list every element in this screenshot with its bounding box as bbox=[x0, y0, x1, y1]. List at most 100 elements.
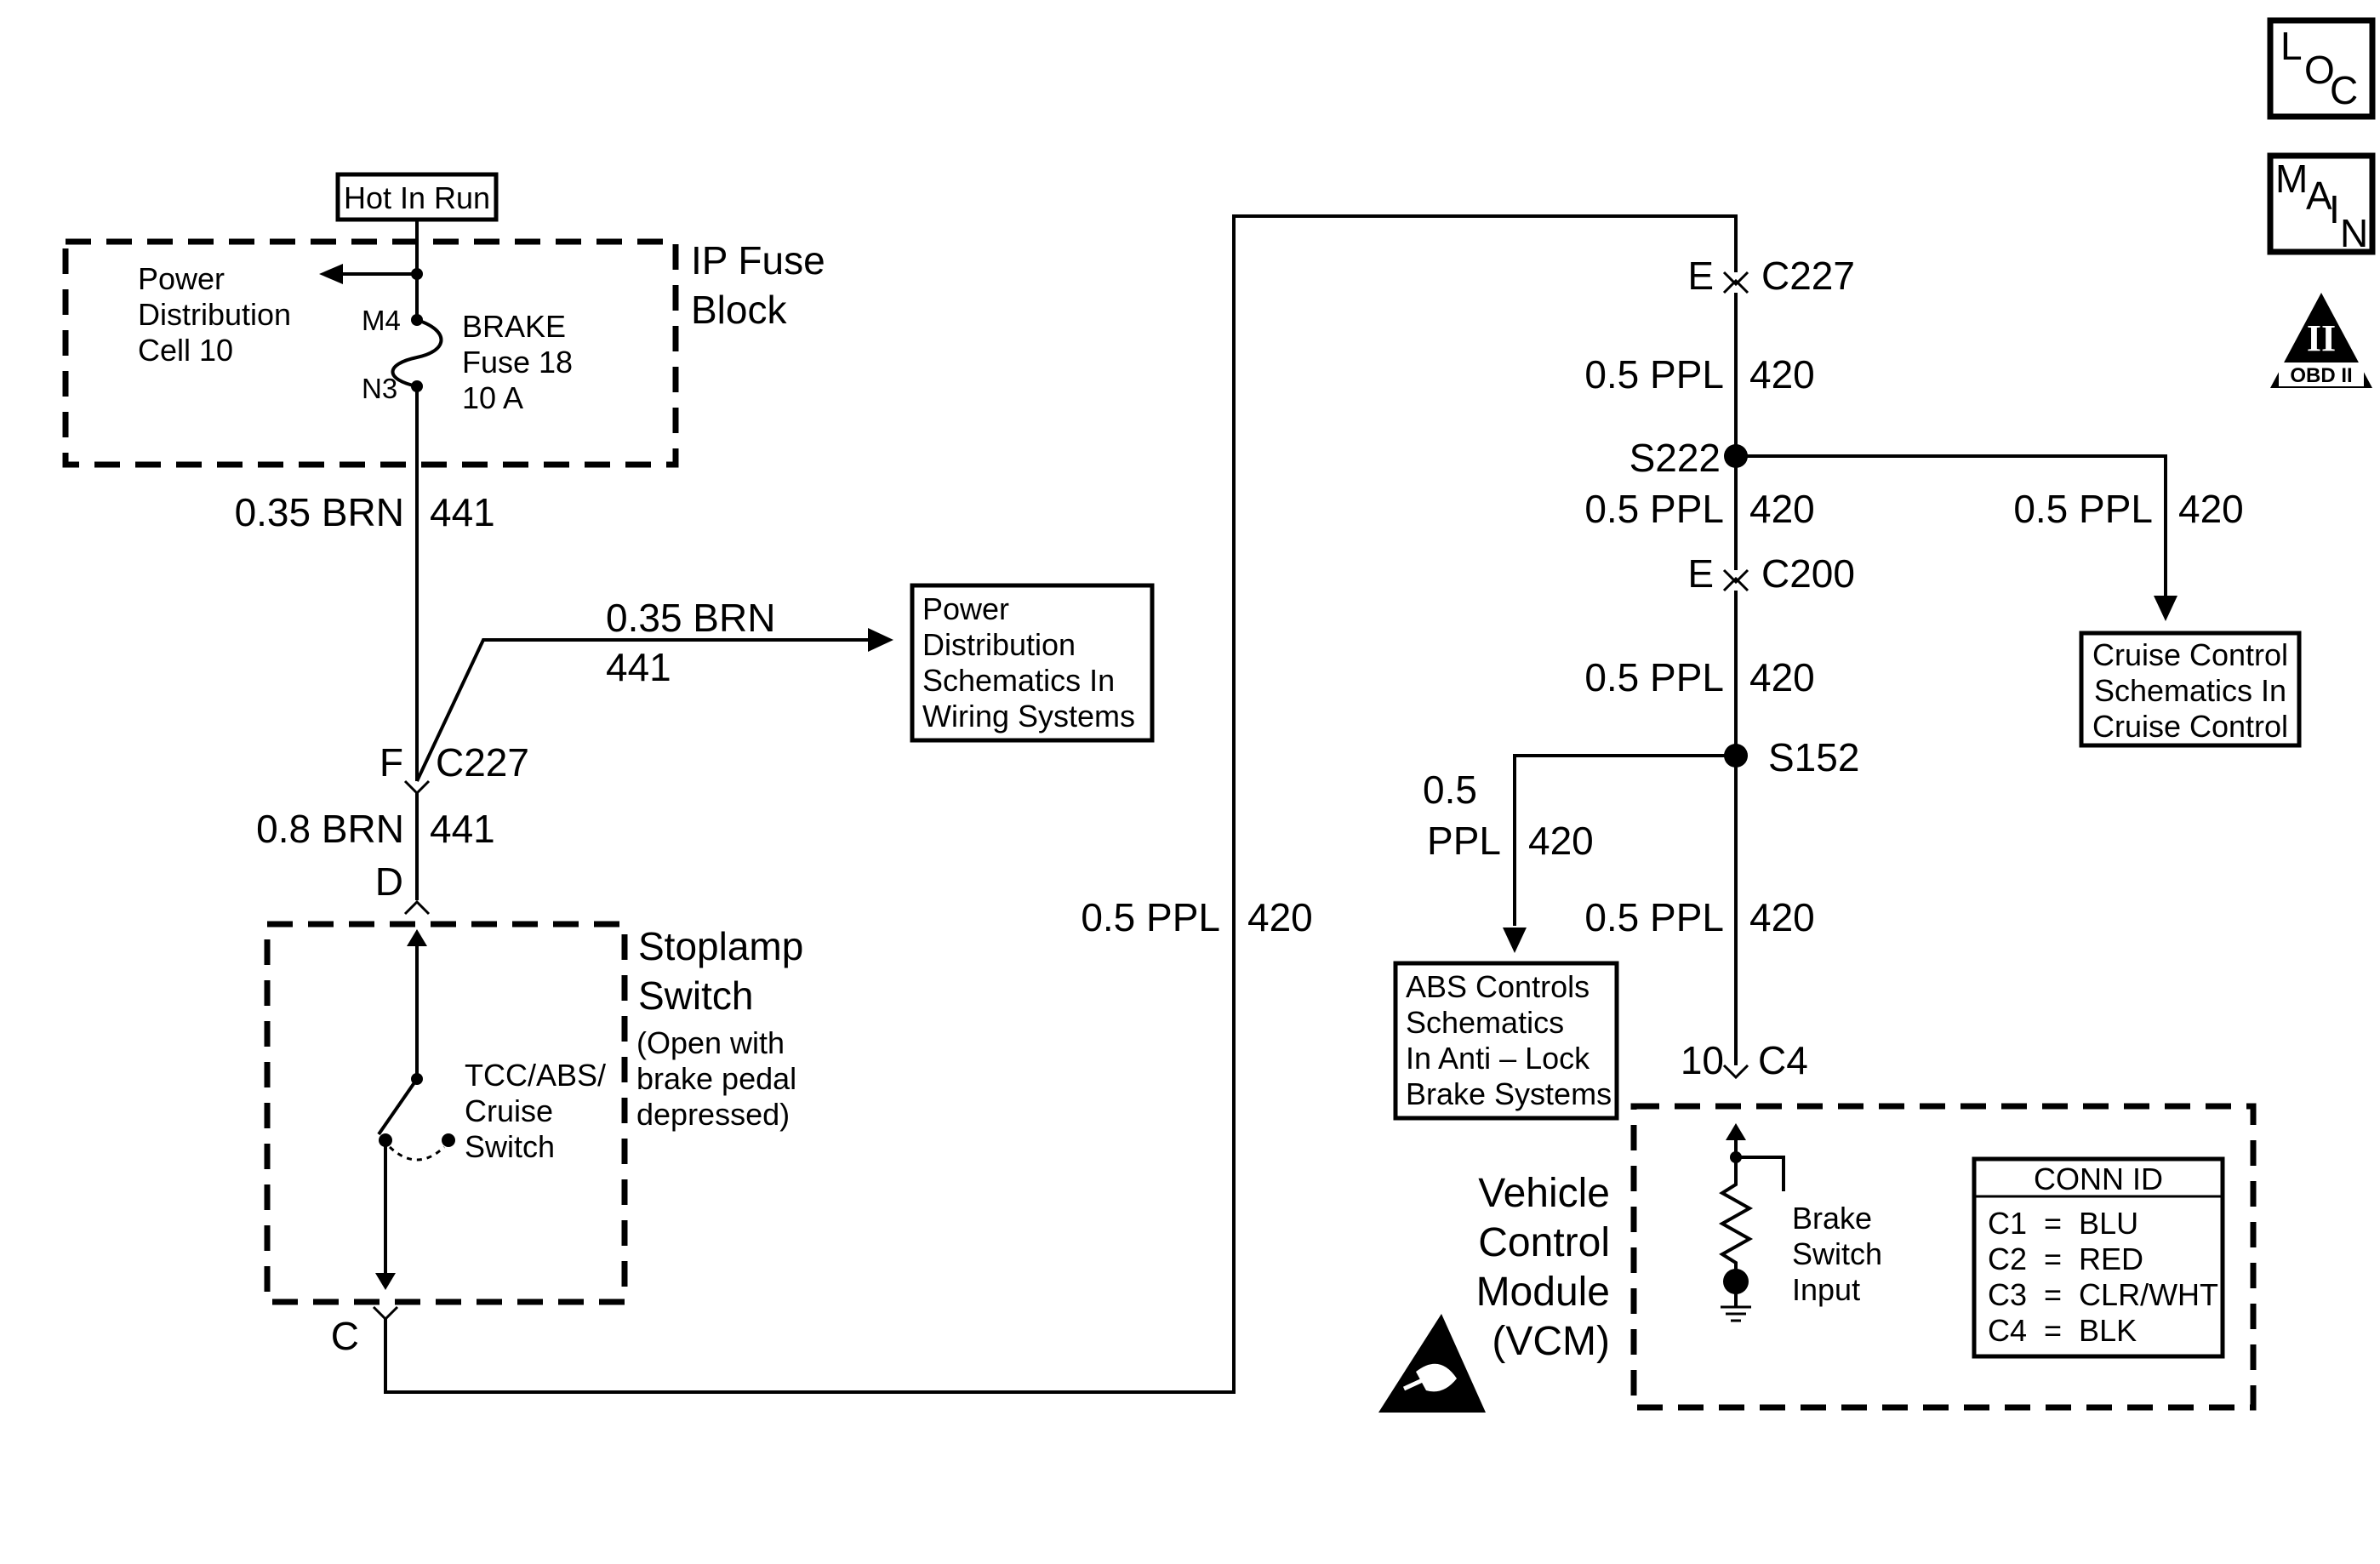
pd-box-line1: Power bbox=[922, 591, 1009, 626]
fuse-label-line3: 10 A bbox=[462, 380, 523, 415]
abs-schematics-box[interactable]: ABS Controls Schematics In Anti – Lock B… bbox=[1393, 961, 1619, 1121]
vcm-input-line1: Brake bbox=[1792, 1201, 1872, 1236]
c4-name: C4 bbox=[1758, 1038, 1808, 1082]
c227-e-connector-bottom-icon bbox=[1722, 278, 1749, 294]
c227-f-connector-icon bbox=[403, 779, 431, 796]
loc-letter-l: L bbox=[2280, 24, 2303, 68]
loc-button[interactable]: L O C bbox=[2267, 17, 2376, 120]
pdc-label-line2: Distribution bbox=[138, 297, 291, 332]
branch-wire-circuit: 441 bbox=[606, 645, 671, 689]
abs-wire-size-line1: 0.5 bbox=[1423, 768, 1477, 812]
right-w3-circuit: 420 bbox=[1749, 655, 1815, 699]
stoplamp-switch-outline bbox=[264, 921, 628, 1305]
cruise-box-line2: Schematics In bbox=[2094, 673, 2286, 708]
pin-c-label: C bbox=[331, 1314, 359, 1358]
pd-arrow-icon bbox=[868, 628, 893, 652]
conn-id-row: C3 = CLR/WHT bbox=[1988, 1277, 2218, 1312]
vcm-input-line3: Input bbox=[1792, 1272, 1860, 1307]
obd-label: OBD II bbox=[2290, 364, 2352, 387]
wire-08-circuit: 441 bbox=[430, 807, 495, 851]
right-w4-size: 0.5 PPL bbox=[1584, 895, 1724, 939]
c200-connector-top-icon bbox=[1722, 568, 1749, 585]
c227-e-name: C227 bbox=[1761, 254, 1855, 298]
fuse-label-line1: BRAKE bbox=[462, 309, 566, 344]
vcm-input-tap bbox=[1736, 1156, 1785, 1191]
long-run-size: 0.5 PPL bbox=[1081, 895, 1220, 939]
main-letter-n: N bbox=[2340, 211, 2368, 255]
wire-441-branch bbox=[415, 638, 868, 782]
stoplamp-note-line2: brake pedal bbox=[636, 1061, 796, 1096]
switch-blade-icon bbox=[377, 1077, 419, 1136]
main-button[interactable]: M A I N bbox=[2267, 152, 2376, 255]
obd-ii-icon[interactable]: II OBD II bbox=[2270, 293, 2372, 388]
stoplamp-note-line3: depressed) bbox=[636, 1097, 790, 1132]
right-w2-size: 0.5 PPL bbox=[1584, 487, 1724, 531]
c227-f-pin: F bbox=[380, 740, 403, 785]
switch-label-line1: TCC/ABS/ bbox=[465, 1058, 606, 1093]
c227-f-name: C227 bbox=[436, 740, 529, 785]
pd-schematics-box[interactable]: Power Distribution Schematics In Wiring … bbox=[910, 583, 1155, 743]
esd-warning-icon bbox=[1378, 1314, 1486, 1413]
s152-label: S152 bbox=[1768, 735, 1859, 779]
long-run-circuit: 420 bbox=[1247, 895, 1313, 939]
s222-label: S222 bbox=[1629, 436, 1721, 480]
ip-fuse-block-outline bbox=[62, 238, 679, 468]
cruise-wire-circuit: 420 bbox=[2178, 487, 2244, 531]
abs-branch-wire bbox=[1513, 754, 1736, 926]
fuse-label-line2: Fuse 18 bbox=[462, 345, 573, 380]
vcm-title-line4: (VCM) bbox=[1492, 1319, 1610, 1364]
n3-label: N3 bbox=[362, 373, 397, 404]
c200-name: C200 bbox=[1761, 551, 1855, 596]
conn-id-row: C1 = BLU bbox=[1988, 1206, 2138, 1241]
hot-in-run-box: Hot In Run bbox=[335, 172, 499, 222]
pin-c-connector-icon bbox=[372, 1305, 399, 1321]
right-w1-circuit: 420 bbox=[1749, 352, 1815, 397]
branch-wire-size: 0.35 BRN bbox=[606, 596, 775, 640]
cruise-branch-wire bbox=[1736, 454, 2167, 596]
abs-wire-circuit: 420 bbox=[1528, 819, 1594, 863]
obd-roman-label: II bbox=[2307, 317, 2336, 359]
switch-open-contact bbox=[442, 1133, 455, 1147]
c227-e-pin: E bbox=[1687, 254, 1714, 298]
right-w3-size: 0.5 PPL bbox=[1584, 655, 1724, 699]
c200-connector-bottom-icon bbox=[1722, 576, 1749, 592]
loc-letter-o: O bbox=[2304, 48, 2335, 92]
wire-441-size: 0.35 BRN bbox=[235, 490, 404, 534]
right-w2-circuit: 420 bbox=[1749, 487, 1815, 531]
main-letter-m: M bbox=[2275, 157, 2308, 201]
abs-wire-size-line2: PPL bbox=[1427, 819, 1501, 863]
c227-e-connector-top-icon bbox=[1722, 271, 1749, 287]
vcm-title-line1: Vehicle bbox=[1478, 1171, 1610, 1216]
ip-fuse-block-title-line1: IP Fuse bbox=[691, 238, 825, 283]
pin-d-label: D bbox=[375, 859, 403, 904]
vcm-input-line2: Switch bbox=[1792, 1236, 1882, 1271]
abs-box-line1: ABS Controls bbox=[1406, 969, 1590, 1004]
pdc-arrow-icon bbox=[319, 264, 343, 284]
pd-box-line3: Schematics In bbox=[922, 663, 1115, 698]
conn-id-title: CONN ID bbox=[2034, 1162, 2163, 1196]
loc-letter-c: C bbox=[2330, 68, 2358, 112]
main-letter-a: A bbox=[2306, 174, 2332, 218]
m4-label: M4 bbox=[362, 305, 401, 336]
brake-fuse-icon bbox=[391, 318, 443, 388]
wire-441-circuit: 441 bbox=[430, 490, 495, 534]
vcm-title-line3: Module bbox=[1476, 1270, 1610, 1315]
abs-box-line4: Brake Systems bbox=[1406, 1076, 1612, 1111]
wire-420-long-run bbox=[384, 214, 1738, 1394]
conn-id-table: CONN ID C1 = BLU C2 = RED C3 = CLR/WHT C… bbox=[1972, 1156, 2225, 1359]
abs-box-line2: Schematics bbox=[1406, 1005, 1564, 1040]
conn-id-row: C4 = BLK bbox=[1988, 1313, 2137, 1348]
pdc-label-line3: Cell 10 bbox=[138, 333, 233, 368]
conn-id-row: C2 = RED bbox=[1988, 1241, 2143, 1276]
wire-08-size: 0.8 BRN bbox=[256, 807, 404, 851]
ip-fuse-block-title-line2: Block bbox=[691, 288, 787, 332]
cruise-box-line3: Cruise Control bbox=[2092, 709, 2288, 744]
pull-down-resistor-icon bbox=[1718, 1157, 1754, 1275]
right-w1-size: 0.5 PPL bbox=[1584, 352, 1724, 397]
switch-label-line2: Cruise bbox=[465, 1093, 553, 1128]
c4-pin: 10 bbox=[1681, 1038, 1724, 1082]
cruise-schematics-box[interactable]: Cruise Control Schematics In Cruise Cont… bbox=[2079, 631, 2302, 748]
resistor-ground-node bbox=[1723, 1269, 1749, 1294]
cruise-box-line1: Cruise Control bbox=[2092, 637, 2288, 672]
